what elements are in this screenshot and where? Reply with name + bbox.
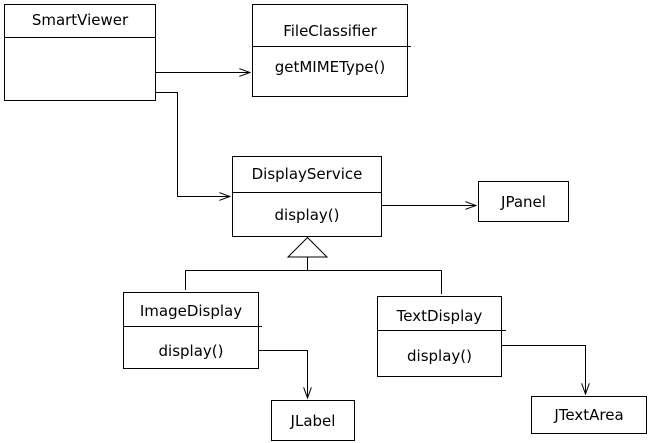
class-jtextarea[interactable]: JTextArea <box>531 396 647 434</box>
class-name: JPanel <box>501 192 546 211</box>
association-imagedisplay-jlabel <box>259 350 308 399</box>
class-divider <box>253 46 411 47</box>
class-name: DisplayService <box>251 165 363 183</box>
class-name: SmartViewer <box>31 11 129 29</box>
class-fileclassifier[interactable]: FileClassifier getMIMEType() <box>252 4 411 97</box>
class-method: display() <box>274 206 340 224</box>
class-displayservice[interactable]: DisplayService display() <box>232 156 382 237</box>
class-method: display() <box>158 342 224 360</box>
class-jlabel[interactable]: JLabel <box>271 400 355 441</box>
class-divider <box>5 37 155 38</box>
class-divider <box>233 192 381 193</box>
class-name: TextDisplay <box>396 307 483 325</box>
class-name: JTextArea <box>554 406 624 424</box>
class-jpanel[interactable]: JPanel <box>478 181 569 222</box>
association-smartviewer-displayservice <box>155 92 230 197</box>
class-method: display() <box>407 347 472 365</box>
class-name: JLabel <box>290 411 336 430</box>
inheritance-triangle <box>286 236 329 258</box>
class-name: ImageDisplay <box>139 302 243 320</box>
class-method: getMIMEType() <box>274 58 386 76</box>
class-divider <box>378 330 506 331</box>
class-textdisplay[interactable]: TextDisplay display() <box>377 296 506 377</box>
class-imagedisplay[interactable]: ImageDisplay display() <box>123 292 262 369</box>
association-textdisplay-jtextarea <box>502 345 586 395</box>
class-smartviewer[interactable]: SmartViewer <box>4 4 156 101</box>
class-name: FileClassifier <box>283 22 377 40</box>
class-divider <box>124 326 262 327</box>
